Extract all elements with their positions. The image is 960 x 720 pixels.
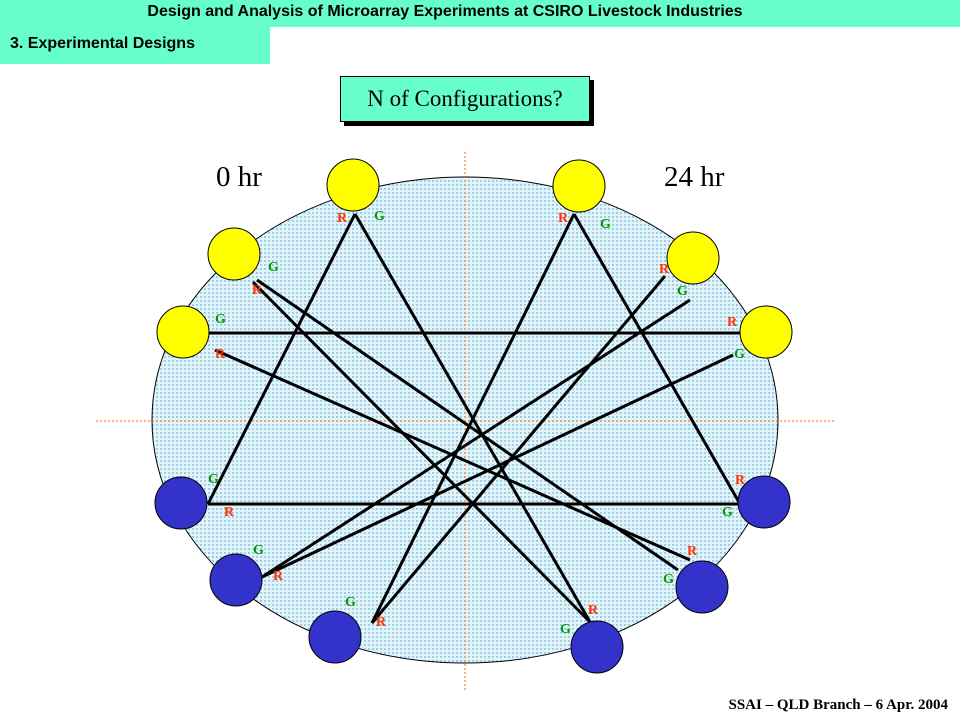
sample-node-y4 <box>552 159 606 213</box>
hybridization-line-4 <box>370 213 576 624</box>
sample-node-b6 <box>570 620 624 674</box>
green-dye-label-24: G <box>560 622 571 637</box>
red-dye-label-6: R <box>252 283 263 298</box>
sample-node-b3 <box>308 610 362 664</box>
hybridization-line-5 <box>256 278 679 572</box>
section-tab: 3. Experimental Designs <box>0 27 270 64</box>
red-dye-label-15: R <box>735 473 746 488</box>
time-label-0hr: 0 hr <box>216 161 262 193</box>
green-dye-label-21: G <box>345 595 356 610</box>
sample-node-y5 <box>666 231 720 285</box>
hybridization-line-3 <box>572 213 742 505</box>
green-dye-label-2: G <box>374 209 385 224</box>
sample-node-b5 <box>675 560 729 614</box>
sample-nodes <box>154 158 793 674</box>
section-label: 3. Experimental Designs <box>10 35 195 52</box>
red-dye-label-23: R <box>588 603 599 618</box>
question-box: N of Configurations? <box>340 76 590 122</box>
red-dye-label-7: R <box>659 262 670 277</box>
hybridization-line-10 <box>370 275 667 624</box>
sample-node-y6 <box>739 305 793 359</box>
green-dye-label-20: G <box>663 572 674 587</box>
hybridization-lines <box>205 213 742 624</box>
sample-node-y2 <box>207 227 261 281</box>
red-dye-label-22: R <box>376 615 387 630</box>
red-dye-label-1: R <box>337 211 348 226</box>
sample-node-b1 <box>154 476 208 530</box>
red-dye-label-14: R <box>224 505 235 520</box>
footer-text: SSAI – QLD Branch – 6 Apr. 2004 <box>728 697 949 713</box>
red-dye-label-11: R <box>727 315 738 330</box>
red-dye-label-19: R <box>687 544 698 559</box>
hybridization-line-12 <box>261 353 734 579</box>
hybridization-line-1 <box>206 213 357 505</box>
sample-node-b2 <box>209 553 263 607</box>
green-dye-label-13: G <box>208 472 219 487</box>
sample-node-y1 <box>326 158 380 212</box>
header-bar <box>0 0 960 27</box>
question-text: N of Configurations? <box>367 86 563 111</box>
red-dye-label-10: R <box>215 347 226 362</box>
header-title: Design and Analysis of Microarray Experi… <box>147 3 743 20</box>
green-dye-label-17: G <box>253 543 264 558</box>
green-dye-label-16: G <box>722 505 733 520</box>
time-label-24hr: 24 hr <box>664 161 725 193</box>
red-dye-label-18: R <box>273 569 284 584</box>
red-dye-label-3: R <box>558 211 569 226</box>
hybridization-line-11 <box>251 280 592 624</box>
green-dye-label-9: G <box>215 312 226 327</box>
sample-node-y3 <box>156 305 210 359</box>
green-dye-label-5: G <box>268 260 279 275</box>
green-dye-label-8: G <box>677 284 688 299</box>
green-dye-label-4: G <box>600 217 611 232</box>
sample-node-b4 <box>737 475 791 529</box>
green-dye-label-12: G <box>734 347 745 362</box>
hybridization-line-9 <box>261 298 691 579</box>
